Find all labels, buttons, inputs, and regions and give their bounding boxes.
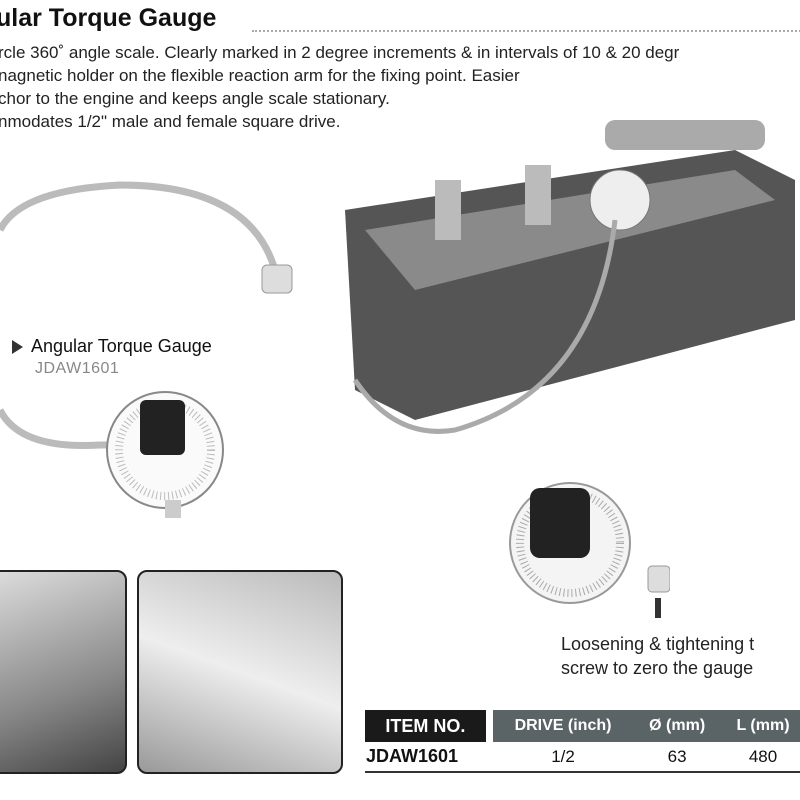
gauge-product-image bbox=[0, 181, 293, 518]
header-length: L (mm) bbox=[721, 710, 800, 742]
header-diameter: Ø (mm) bbox=[633, 710, 722, 742]
table-row: JDAW1601 1/2 63 480 bbox=[365, 742, 800, 773]
gauge-closeup-photo bbox=[509, 482, 670, 618]
description-line: nmodates 1/2" male and female square dri… bbox=[0, 112, 341, 131]
table-header-row: ITEM NO. DRIVE (inch) Ø (mm) L (mm) bbox=[365, 710, 800, 742]
caption-line: screw to zero the gauge bbox=[561, 658, 754, 678]
header-drive: DRIVE (inch) bbox=[492, 710, 634, 742]
product-code: JDAW1601 bbox=[35, 360, 120, 377]
description-line: nagnetic holder on the flexible reaction… bbox=[0, 66, 520, 85]
title-divider bbox=[252, 30, 800, 32]
ratchet-usage-photo bbox=[0, 570, 127, 774]
spec-table: ITEM NO. DRIVE (inch) Ø (mm) L (mm) JDAW… bbox=[365, 710, 800, 773]
cell-diameter: 63 bbox=[633, 742, 722, 773]
cell-drive: 1/2 bbox=[492, 742, 634, 773]
description-line: rcle 360˚ angle scale. Clearly marked in… bbox=[0, 43, 680, 62]
header-item-no: ITEM NO. bbox=[365, 710, 493, 742]
reaction-arm-usage-photo bbox=[137, 570, 343, 774]
engine-head-photo bbox=[345, 120, 795, 434]
cell-item-no: JDAW1601 bbox=[365, 742, 493, 773]
page-title: ular Torque Gauge bbox=[0, 4, 217, 32]
description-line: chor to the engine and keeps angle scale… bbox=[0, 89, 390, 108]
product-label: Angular Torque Gauge bbox=[12, 336, 212, 357]
triangle-bullet-icon bbox=[12, 340, 23, 355]
cell-length: 480 bbox=[721, 742, 800, 773]
product-name: Angular Torque Gauge bbox=[31, 336, 212, 356]
caption-line: Loosening & tightening t bbox=[561, 634, 755, 654]
